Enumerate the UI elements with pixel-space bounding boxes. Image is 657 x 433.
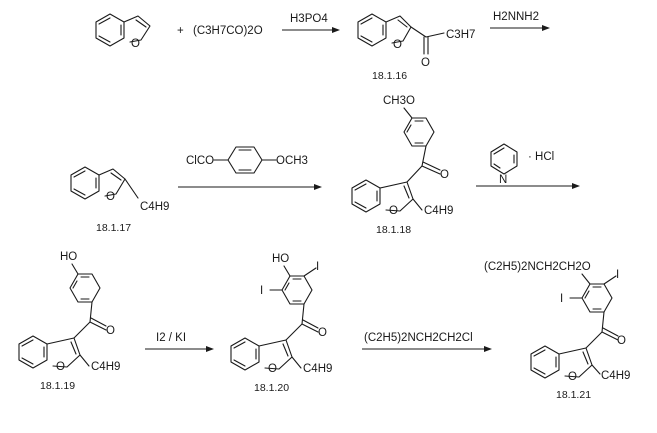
iodine-label: I [316,261,319,273]
aminoethyl-chloride-label: (C2H5)2NCH2CH2Cl [364,332,473,344]
benzofuran-structure: O [95,13,151,50]
ring-oxygen-label: O [106,191,115,203]
compound-18-1-19-structure: HO O O C4H9 [18,251,120,373]
ring-oxygen-label: O [568,371,577,383]
reaction-arrow-4 [476,183,580,189]
carbonyl-oxygen-label: O [106,325,115,337]
carbonyl-oxygen-label: O [421,57,430,69]
hydroxy-label: HO [60,251,77,263]
propyl-label: C3H7 [446,29,475,41]
compound-number: 18.1.20 [254,382,289,394]
iodination-reagent-label: I2 / KI [156,332,186,344]
butyl-label: C4H9 [91,361,120,373]
reaction-arrow-2 [490,25,550,31]
compound-number: 18.1.17 [96,222,131,234]
ring-oxygen-label: O [268,363,277,375]
hydroxy-label: HO [272,253,289,265]
compound-18-1-20-structure: HO I I O O C4H9 [230,253,332,375]
diethylaminoethoxy-label: (C2H5)2NCH2CH2O [484,261,591,273]
iodine-label: I [260,285,263,297]
acyl-chloride-right-label: OCH3 [276,155,308,167]
reaction-arrow-5 [145,346,214,352]
butyl-label: C4H9 [601,370,630,382]
ring-oxygen-label: O [393,39,402,51]
reaction-arrow-3 [178,184,322,190]
plus-sign: + [177,25,184,37]
compound-number: 18.1.18 [376,224,411,236]
ring-oxygen-label: O [389,205,398,217]
pyridine-nitrogen-label: N [499,174,507,186]
compound-18-1-17-structure: O C4H9 [70,166,169,213]
butyl-label: C4H9 [140,201,169,213]
carbonyl-oxygen-label: O [440,169,449,181]
compound-18-1-21-structure: (C2H5)2NCH2CH2O I I O O C4H9 [484,261,630,383]
ring-oxygen-label: O [131,38,140,50]
hydrochloride-label: · HCl [528,151,554,163]
ring-oxygen-label: O [56,361,65,373]
carbonyl-oxygen-label: O [318,327,327,339]
iodine-label: I [616,269,619,281]
methoxy-label: CH3O [383,95,415,107]
butyl-label: C4H9 [303,363,332,375]
iodine-label: I [560,293,563,305]
pyridine-structure: N [490,143,518,186]
hydrazine-label: H2NNH2 [493,11,539,23]
reaction-arrow-1 [282,27,340,33]
butyl-label: C4H9 [424,205,453,217]
compound-18-1-16-structure: O O C3H7 [357,13,475,69]
compound-18-1-18-structure: CH3O O O C4H9 [351,95,453,217]
carbonyl-oxygen-label: O [617,335,626,347]
acyl-chloride-left-label: ClCO [186,155,214,167]
compound-number: 18.1.21 [556,389,591,401]
phosphoric-acid-label: H3PO4 [290,13,328,25]
compound-number: 18.1.16 [372,70,407,82]
butyric-anhydride-label: (C3H7CO)2O [193,25,263,37]
compound-number: 18.1.19 [40,380,75,392]
anisoyl-ring [213,146,277,174]
reaction-arrow-6 [362,346,492,352]
